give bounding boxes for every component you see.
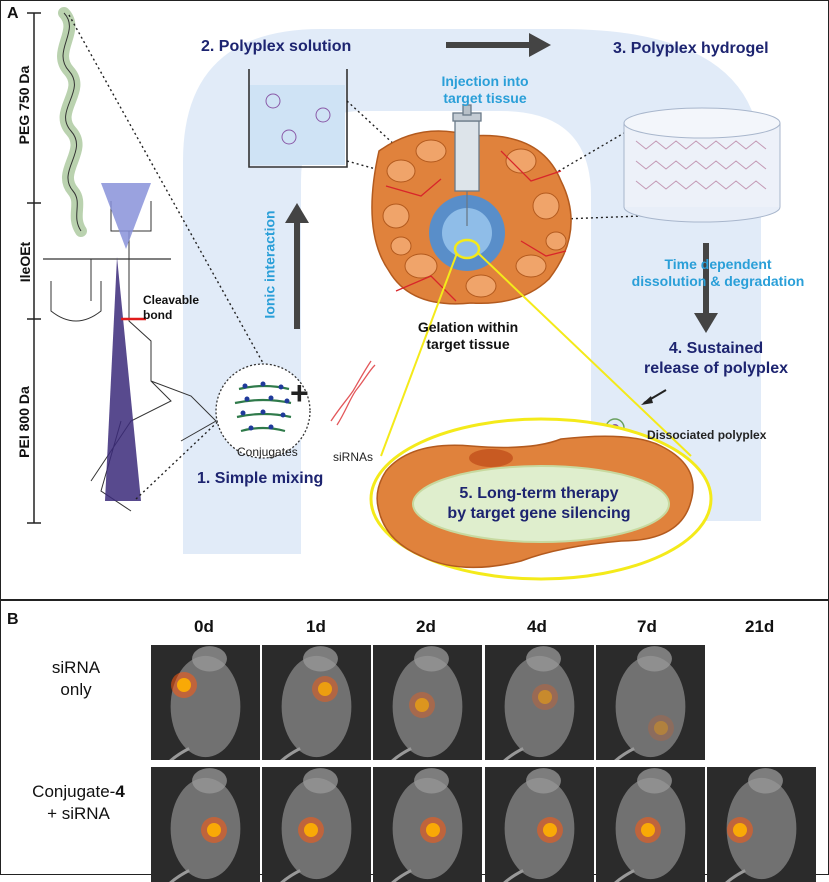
day-label-4: 7d (637, 617, 657, 636)
gelation-label: Gelation within target tissue (403, 319, 533, 353)
row-2-bold: 4 (115, 782, 125, 801)
cleavable-line-1: Cleavable (143, 293, 200, 307)
step-2-label: 2. Polyplex solution (201, 38, 352, 55)
mouse-image-r2-7d (596, 767, 705, 882)
mouse-silhouette (280, 768, 352, 882)
day-label-5: 21d (745, 617, 775, 636)
dotted-tissue-hydrogel-1 (484, 128, 632, 215)
ionic-interaction-label: Ionic interaction (261, 210, 278, 319)
scale-bar (27, 12, 41, 524)
step-5-label: 5. Long-term therapy by target gene sile… (419, 484, 659, 524)
mouse-silhouette (391, 768, 463, 882)
injection-line-2: target tissue (443, 90, 527, 106)
mouse-silhouette (169, 646, 241, 760)
down-arrow-head (694, 313, 718, 333)
row-label-conjugate: Conjugate-4 + siRNA (11, 781, 146, 825)
panel-a-letter: A (7, 5, 19, 22)
dissociated-polyplex-label: Dissociated polyplex (647, 428, 767, 442)
row-2-line-1: Conjugate-4 (11, 781, 146, 803)
mouse-image-r1-2d (373, 645, 482, 760)
mouse-silhouette (280, 646, 352, 760)
step-4-line-1: 4. Sustained (668, 340, 764, 357)
step-1-label: 1. Simple mixing (197, 470, 324, 487)
panel-a: A PEG 750 Da IleOEt PEI 800 Da Cleavable… (0, 0, 829, 600)
peg-label: PEG 750 Da (16, 65, 32, 145)
mouse-image-r1-4d (485, 645, 594, 760)
mouse-silhouette (503, 646, 575, 760)
mouse-image-r2-0d (151, 767, 260, 882)
row-2-line-2: + siRNA (47, 804, 110, 823)
mouse-image-r1-1d (262, 645, 371, 760)
gelation-line-1: Gelation within (417, 319, 519, 335)
hydrogel-network (635, 140, 767, 190)
day-label-1: 1d (306, 617, 326, 636)
conjugates-label: Conjugates (237, 445, 298, 459)
cleavable-line-2: bond (143, 308, 173, 322)
panel-a-graphics (27, 7, 781, 581)
step-5-line-1: 5. Long-term therapy (459, 485, 619, 502)
injection-line-1: Injection into (441, 73, 529, 89)
sirnas-label: siRNAs (333, 450, 374, 464)
nucleus (469, 449, 513, 467)
step-4-line-2: release of polyplex (643, 360, 789, 377)
side-group-1 (50, 259, 102, 322)
mouse-silhouette (614, 768, 686, 882)
mouse-silhouette (614, 646, 686, 760)
sirna-helix-2 (336, 364, 376, 426)
injection-label: Injection into target tissue (415, 73, 555, 107)
mouse-image-r2-1d (262, 767, 371, 882)
mouse-silhouette (169, 768, 241, 882)
mouse-image-r1-0d (151, 645, 260, 760)
panel-b: B 0d 1d 2d 4d 7d 21d siRNA only Conjugat… (0, 600, 829, 882)
dotted-line-bottom (135, 412, 228, 500)
purple-cone (105, 257, 141, 501)
row-2-prefix: Conjugate- (32, 782, 116, 801)
row-label-sirna-only: siRNA only (21, 657, 131, 701)
time-dep-line-2: dissolution & degradation (631, 273, 805, 289)
time-dependent-label: Time dependent dissolution & degradation (613, 256, 823, 290)
sirna-helix (330, 360, 372, 422)
beaker-walls (248, 69, 348, 168)
plus-sign: + (290, 375, 309, 411)
blue-cone (101, 183, 151, 249)
day-label-3: 4d (527, 617, 547, 636)
up-arrow-head (285, 203, 309, 223)
beaker-polyplexes (265, 93, 331, 145)
conjugate-dots (240, 381, 290, 431)
mouse-silhouette (391, 646, 463, 760)
step-5-line-2: by target gene silencing (447, 505, 631, 522)
step-4-label: 4. Sustained release of polyplex (611, 339, 821, 379)
ileoet-label: IleOEt (17, 241, 33, 283)
time-dep-line-1: Time dependent (664, 256, 772, 272)
pei-label: PEI 800 Da (16, 386, 32, 458)
cleavable-bond-label: Cleavable bond (143, 293, 199, 323)
zoom-small (453, 238, 481, 260)
beaker-liquid (249, 85, 345, 165)
mouse-image-r2-2d (373, 767, 482, 882)
flow-band (183, 29, 761, 554)
tissue-cells (382, 139, 567, 298)
tissue-vessels (385, 150, 567, 302)
step-3-label: 3. Polyplex hydrogel (613, 40, 769, 57)
mouse-image-r2-4d (485, 767, 594, 882)
day-label-2: 2d (416, 617, 436, 636)
hydrogel-top (623, 107, 781, 139)
peg-backbone (62, 12, 82, 232)
row-1-line-1: siRNA (51, 658, 101, 677)
dotted-line-top (68, 14, 264, 364)
mouse-image-r1-7d (596, 645, 705, 760)
syringe (452, 104, 482, 226)
mouse-silhouette (503, 768, 575, 882)
mouse-silhouette (725, 768, 797, 882)
therapy-gel (412, 465, 670, 543)
right-arrow-head (529, 33, 551, 57)
panel-b-letter: B (7, 611, 19, 628)
gelation-line-2: target tissue (426, 336, 510, 352)
day-label-0: 0d (194, 617, 214, 636)
mouse-image-r2-21d (707, 767, 816, 882)
row-1-line-2: only (60, 680, 92, 699)
